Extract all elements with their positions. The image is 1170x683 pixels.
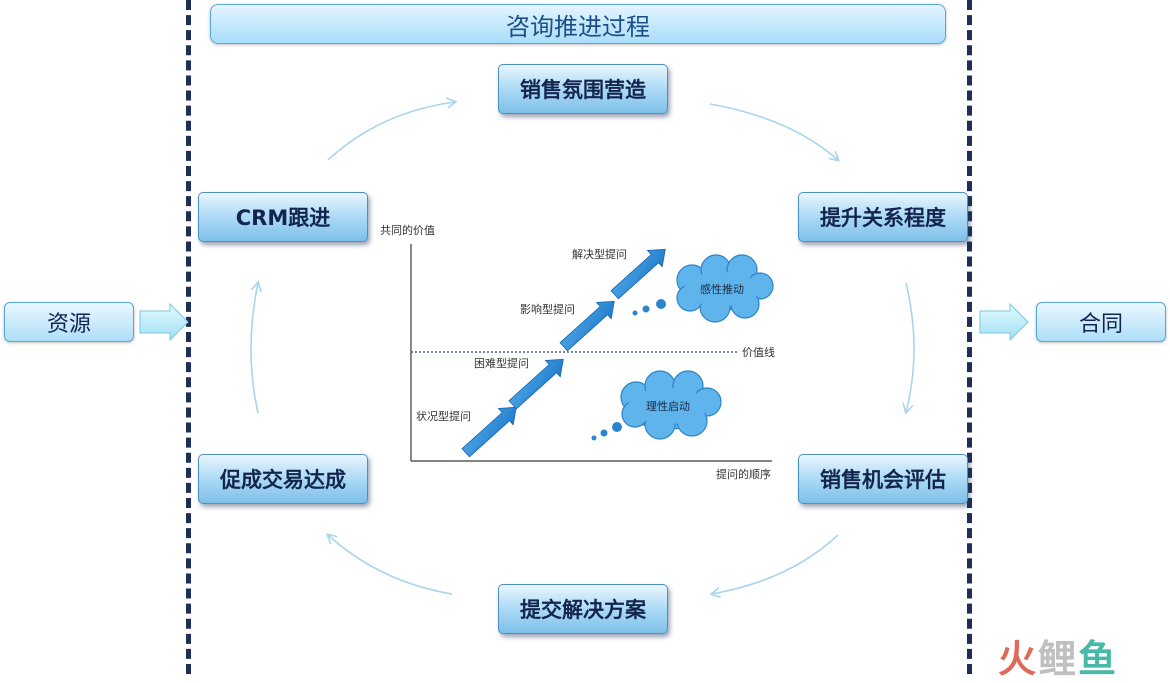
output-arrow	[979, 302, 1029, 342]
cloud-label-emotional: 感性推动	[700, 282, 744, 296]
left-boundary-line	[186, 0, 191, 674]
step-arrow-3	[559, 300, 615, 352]
cycle-arrow-right-to-bottom	[709, 534, 839, 599]
cycle-arrow-left-up	[250, 280, 263, 414]
value-line-label: 价值线	[742, 345, 775, 359]
brand-logo: 火鲤鱼	[998, 628, 1118, 683]
cloud-dot	[642, 305, 650, 313]
step-label-1: 状况型提问	[416, 409, 471, 423]
output-contract-box: 合同	[1036, 302, 1166, 342]
cycle-arrow-bottom-to-left	[326, 533, 453, 595]
y-axis-label: 共同的价值	[380, 223, 435, 237]
cloud-dot	[591, 435, 597, 441]
stage-close-deal: 促成交易达成	[198, 454, 368, 504]
step-label-4: 解决型提问	[572, 247, 627, 261]
stage-opportunity: 销售机会评估	[798, 454, 968, 504]
logo-part-1: 火	[998, 637, 1039, 681]
input-resource-box: 资源	[4, 302, 134, 342]
logo-part-3: 鱼	[1078, 637, 1119, 681]
input-arrow	[139, 302, 189, 342]
x-axis-label: 提问的顺序	[716, 467, 771, 481]
logo-part-2: 鲤	[1038, 637, 1079, 681]
step-arrow-1	[461, 406, 517, 458]
stage-relationship: 提升关系程度	[798, 192, 968, 242]
stage-sales-atmosphere: 销售氛围营造	[498, 64, 668, 114]
cloud-dot	[612, 422, 622, 432]
step-arrow-4	[610, 248, 666, 300]
cloud-dot	[656, 299, 666, 309]
cycle-arrow-top-to-right	[709, 103, 840, 162]
cycle-arrow-right-down	[902, 282, 915, 415]
stage-crm: CRM跟进	[198, 192, 368, 242]
cloud-dot	[632, 310, 638, 316]
cloud-dot	[600, 429, 608, 437]
step-arrow-2	[508, 358, 564, 410]
page-title: 咨询推进过程	[210, 4, 946, 44]
cloud-label-rational: 理性启动	[646, 399, 690, 413]
right-boundary-line	[967, 0, 972, 674]
step-label-3: 影响型提问	[520, 302, 575, 316]
stage-solution: 提交解决方案	[498, 584, 668, 634]
cycle-arrow-left-to-top	[327, 97, 458, 161]
step-label-2: 困难型提问	[474, 356, 529, 370]
